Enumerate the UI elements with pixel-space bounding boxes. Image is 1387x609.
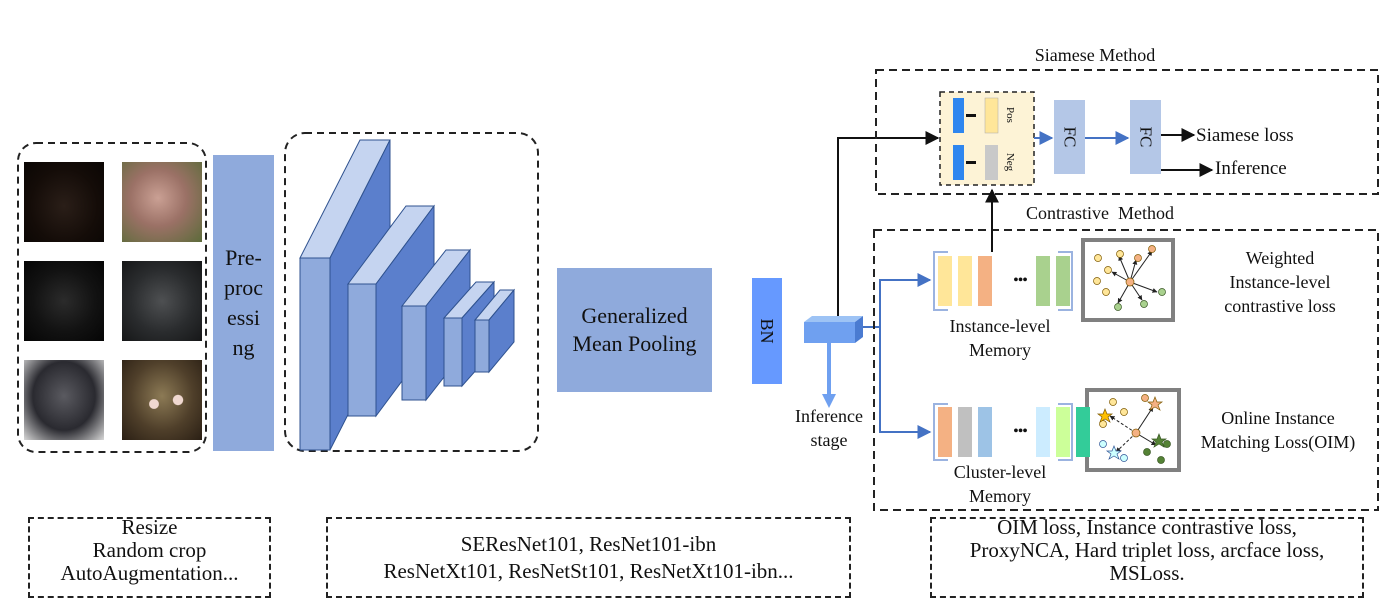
contrastive-method-title: Contrastive Method (1026, 203, 1174, 223)
cluster-memory-slot-2 (958, 407, 972, 457)
loss-note-box (930, 517, 1364, 598)
cluster-loss-label: Online Instance Matching Loss(OIM) (1200, 408, 1356, 452)
cluster-memory-ellipsis: ••• (1013, 423, 1028, 440)
cube-1-front (299, 257, 331, 451)
cube-2-front (347, 283, 377, 417)
cube-5-front (474, 319, 490, 373)
inference-label: Inference (1215, 158, 1287, 179)
bn-label: BN (757, 318, 777, 344)
siamese-loss-label: Siamese loss (1196, 125, 1294, 146)
slab-to-instance-arrow (863, 273, 932, 328)
fc2-label: FC (1136, 126, 1156, 148)
instance-memory-slot-5 (1056, 256, 1070, 306)
backbone-note: SEResNet101, ResNet101-ibn ResNetXt101, … (383, 532, 794, 583)
siamese-method-title: Siamese Method (1034, 45, 1156, 65)
preprocess-note: Resize Random crop AutoAugmentation... (60, 515, 239, 585)
nose-photo-4 (122, 261, 202, 341)
cluster-memory-slot-4 (1036, 407, 1050, 457)
pooling-label: Generalized Mean Pooling (572, 303, 697, 356)
cluster-memory-label: Cluster-level Memory (953, 462, 1047, 506)
instance-memory-bank (933, 251, 1073, 311)
fc1-block (1054, 100, 1085, 174)
cluster-memory-slot-5 (1056, 407, 1070, 457)
slab-to-siamese-arrow (837, 131, 940, 316)
preprocessing-block (213, 155, 274, 451)
neg-label: Neg (1004, 152, 1016, 172)
image-samples-frame (17, 142, 207, 453)
backbone-cubes (299, 139, 516, 451)
preprocess-note-box (28, 517, 271, 598)
slab-to-cluster-arrow (879, 327, 932, 439)
cluster-memory-slot-3 (978, 407, 992, 457)
contrastive-method-box (873, 229, 1379, 511)
cluster-scatter-points (1096, 394, 1171, 464)
pos-label: Pos (1004, 107, 1016, 123)
instance-memory-ellipsis: ••• (1013, 272, 1028, 289)
cluster-memory-slot-1 (938, 407, 952, 457)
neg-feature (985, 145, 998, 180)
nose-photo-5 (24, 360, 104, 440)
instance-memory-slot-1 (938, 256, 952, 306)
instance-memory-slot-4 (1036, 256, 1050, 306)
nose-photo-3 (24, 261, 104, 341)
nose-photo-6 (122, 360, 202, 440)
loss-note: OIM loss, Instance contrastive loss, Pro… (969, 515, 1325, 585)
siamese-method-box (875, 69, 1379, 195)
backbone-frame (284, 132, 539, 452)
pos-feature (984, 97, 999, 134)
cluster-memory-bank (933, 403, 1073, 461)
instance-memory-slot-3 (978, 256, 992, 306)
feature-slab (804, 316, 863, 343)
pooling-block (557, 268, 712, 392)
instance-loss-label: Weighted Instance-level contrastive loss (1224, 248, 1336, 316)
backbone-note-box (326, 517, 851, 598)
cube-4-front (443, 317, 463, 387)
fc2-block (1130, 100, 1161, 174)
minus-sign-top (966, 114, 976, 117)
nose-photo-2 (122, 162, 202, 242)
instance-memory-label: Instance-level Memory (949, 316, 1051, 360)
inference-stage-label: Inference stage (795, 406, 863, 450)
bn-block (752, 278, 782, 384)
anchor-feature-top (953, 98, 964, 133)
preprocessing-label: Pre- proc essi ng (223, 245, 264, 360)
instance-memory-slot-2 (958, 256, 972, 306)
cluster-memory-slot-6 (1076, 407, 1090, 457)
instance-scatter-points (1093, 245, 1166, 311)
minus-sign-bottom (966, 161, 976, 164)
anchor-feature-bottom (953, 145, 964, 180)
cube-3-front (401, 305, 427, 401)
nose-photo-1 (24, 162, 104, 242)
fc1-label: FC (1060, 126, 1080, 148)
